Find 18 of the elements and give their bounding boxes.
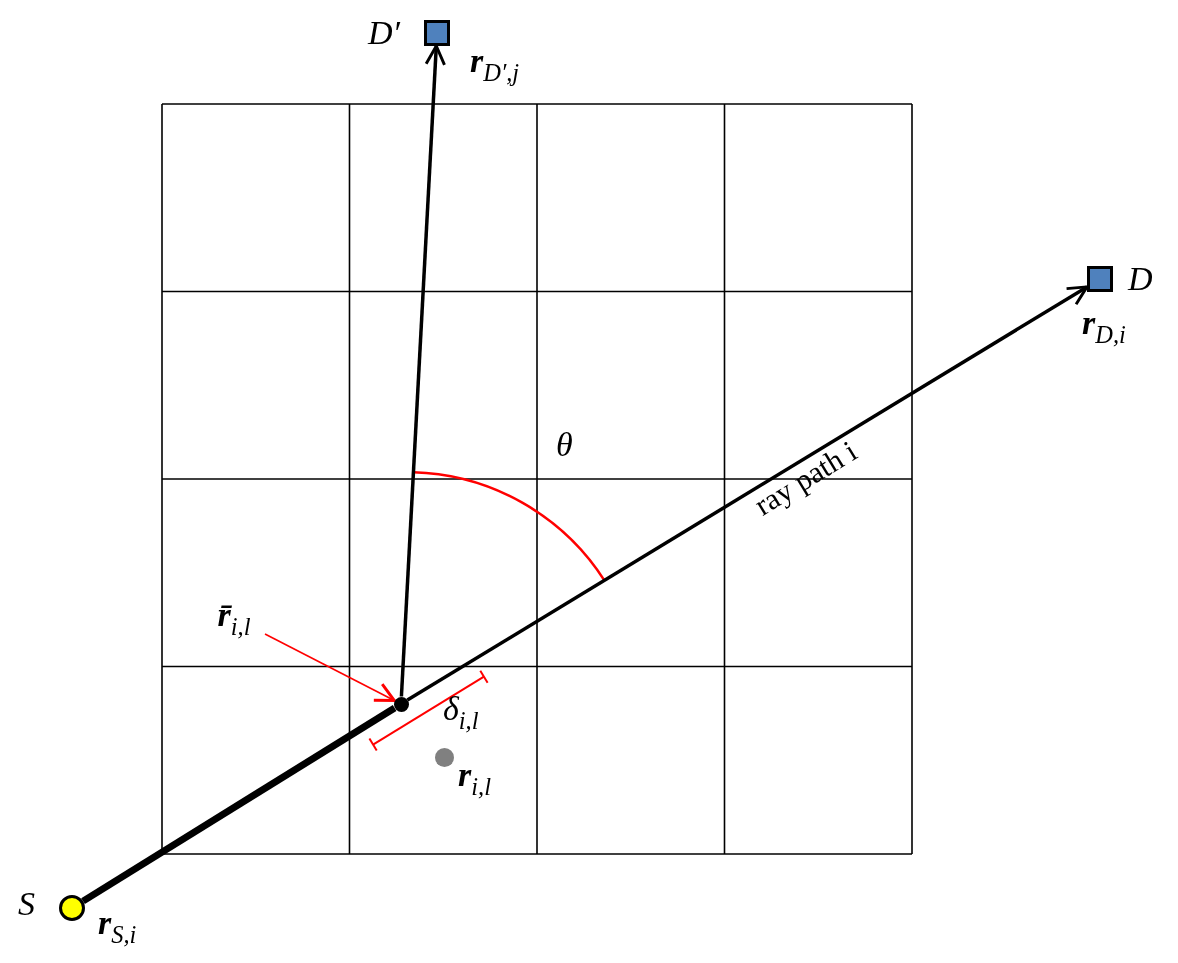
circle-marker bbox=[59, 895, 85, 921]
square-marker bbox=[1087, 266, 1113, 292]
position-vector-label: r$_{D,i}$ bbox=[1082, 306, 1126, 348]
arrow bbox=[399, 44, 446, 697]
circle-marker bbox=[434, 747, 454, 767]
length-label: δ$_{i,l}$ bbox=[443, 692, 479, 734]
position-vector-label: r$_{D′,j}$ bbox=[470, 44, 520, 86]
position-vector-label: r$_{i,l}$ bbox=[458, 758, 491, 800]
square-marker bbox=[424, 20, 450, 46]
arrow bbox=[406, 285, 1089, 702]
point-name: D′ bbox=[368, 16, 400, 50]
edge-label: ray path i bbox=[749, 435, 862, 521]
angle-label: θ bbox=[556, 428, 573, 462]
point-name: D bbox=[1128, 262, 1153, 296]
leader-line bbox=[264, 633, 396, 703]
position-vector-label: r$_{S,i}$ bbox=[98, 906, 137, 948]
point-label: r̄$_{i,l}$ bbox=[217, 597, 251, 639]
point-name: S bbox=[18, 887, 35, 921]
